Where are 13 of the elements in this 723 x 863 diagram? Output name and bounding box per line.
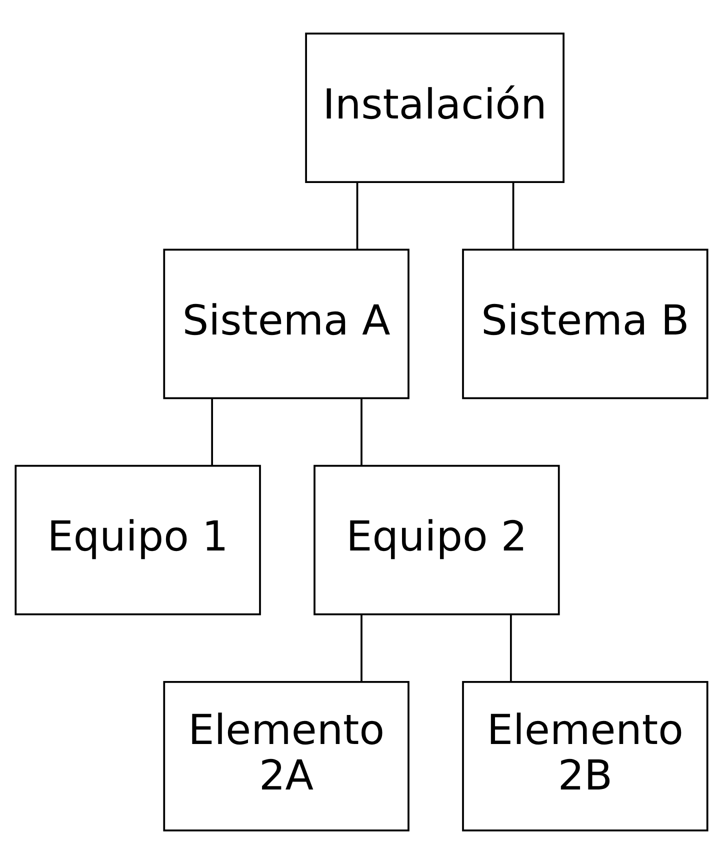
connector [360,398,362,466]
node-box: Sistema B [462,248,708,399]
connector [356,182,358,249]
connector [510,614,512,682]
connector [360,614,362,682]
connector [211,398,213,466]
node-box: Equipo 2 [314,464,560,615]
node-box: Elemento 2B [462,680,708,831]
node-box: Equipo 1 [14,464,261,615]
node-box: Elemento 2A [163,680,410,831]
node-box: Instalación [305,32,564,182]
node-box: Sistema A [163,248,410,399]
connector [512,182,514,249]
